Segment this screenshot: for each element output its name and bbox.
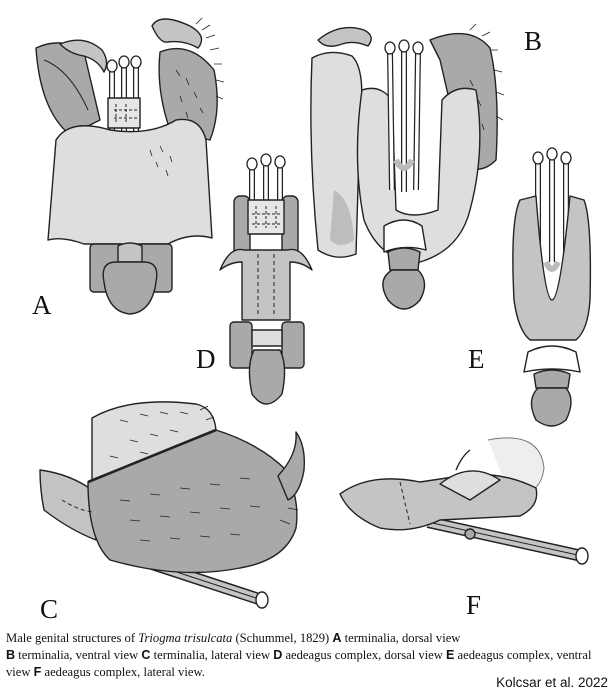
caption-text-b: terminalia, ventral view [15,648,142,662]
panel-label-b: B [524,26,543,56]
caption-letter-c: C [141,648,151,662]
panel-b-drawing [310,23,505,310]
caption-letter-a: A [332,631,342,645]
panel-label-f: F [466,590,482,620]
caption-letter-f: F [33,665,42,679]
caption-text-a: terminalia, dorsal view [341,631,461,645]
caption-text-f: aedeagus complex, lateral view. [41,665,205,679]
caption-text-e: aedeagus complex, ventral view [6,648,592,679]
panel-f-drawing [339,437,589,565]
caption-species: Triogma trisulcata [138,631,233,645]
panel-label-c: C [40,594,59,624]
panel-c-drawing [39,401,306,609]
caption-text-c: terminalia, lateral view [150,648,274,662]
caption-letter-b: B [6,648,16,662]
caption-authority: (Schummel, 1829) [232,631,333,645]
panel-e-drawing [512,147,592,427]
panel-label-d: D [196,344,216,374]
panel-label-a: A [32,290,52,320]
caption-text-d: aedeagus complex, dorsal view [282,648,446,662]
panel-label-e: E [468,344,485,374]
panel-d-drawing [219,153,313,405]
figure-illustration [35,17,592,609]
panel-a-drawing [35,17,225,315]
caption-intro: Male genital structures of [6,631,139,645]
figure-caption: Male genital structures of Triogma trisu… [6,630,610,681]
caption-letter-e: E [445,648,455,662]
caption-letter-d: D [273,648,283,662]
figure-credit: Kolcsar et al. 2022 [496,675,608,690]
